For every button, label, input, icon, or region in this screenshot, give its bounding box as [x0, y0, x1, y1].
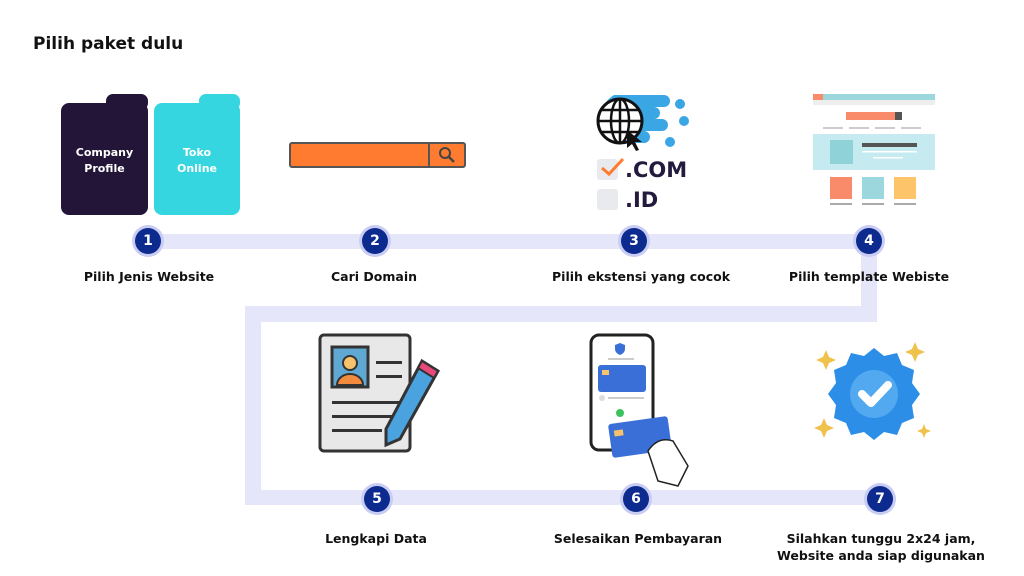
domain-search-bar	[289, 142, 466, 168]
step-4-label: Pilih template Webiste	[788, 269, 950, 284]
step-1-marker: 1	[135, 228, 161, 254]
path-segment	[148, 234, 877, 249]
search-icon	[428, 144, 464, 166]
path-segment	[245, 306, 877, 322]
globe-icon	[596, 95, 689, 151]
step-2-marker: 2	[362, 228, 388, 254]
extension-id: .ID	[625, 188, 659, 212]
step-2-label: Cari Domain	[330, 269, 418, 284]
page-title: Pilih paket dulu	[33, 34, 184, 54]
step-7-label: Silahkan tunggu 2x24 jam,Website anda si…	[777, 531, 985, 563]
step-3-marker: 3	[621, 228, 647, 254]
path-segment	[245, 306, 261, 505]
step-6-label: Selesaikan Pembayaran	[553, 531, 723, 546]
step-6-marker: 6	[623, 486, 649, 512]
path-segment	[861, 234, 877, 322]
path-segment	[245, 490, 880, 505]
form-document-icon	[318, 333, 441, 453]
verified-badge-icon	[814, 342, 931, 440]
com-checkbox	[597, 159, 618, 180]
step-7-marker: 7	[867, 486, 893, 512]
step-1-label: Pilih Jenis Website	[83, 269, 215, 284]
id-checkbox	[597, 189, 618, 210]
step-3-label: Pilih ekstensi yang cocok	[551, 269, 731, 284]
step-5-marker: 5	[364, 486, 390, 512]
website-template-icon	[813, 94, 935, 205]
step-4-marker: 4	[856, 228, 882, 254]
checkmark-icon	[601, 157, 625, 177]
step-5-label: Lengkapi Data	[325, 531, 427, 546]
extension-com: .COM	[625, 158, 688, 182]
payment-phone-icon	[589, 333, 689, 487]
